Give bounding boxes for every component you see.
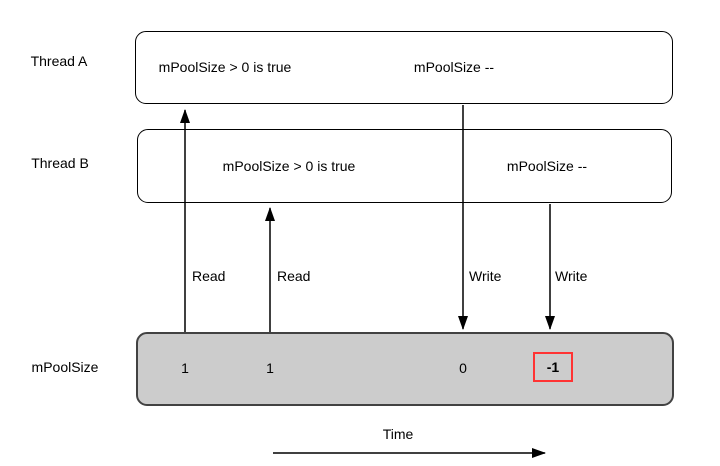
- thread-b-event-check: mPoolSize > 0 is true: [222, 158, 356, 174]
- thread-a-event-decrement: mPoolSize --: [413, 59, 495, 75]
- write-label-2: Write: [555, 268, 588, 284]
- mpoolsize-value-box: [136, 332, 674, 406]
- thread-b-box: [137, 129, 672, 203]
- time-axis-label: Time: [382, 426, 414, 442]
- mpoolsize-value-1: 1: [181, 360, 189, 376]
- thread-a-event-check: mPoolSize > 0 is true: [158, 59, 292, 75]
- mpoolsize-value-2: 1: [266, 360, 274, 376]
- negative-value-highlight-box: -1: [533, 352, 573, 382]
- mpoolsize-value-4: -1: [546, 359, 560, 375]
- thread-a-box: [135, 31, 673, 104]
- thread-b-label: Thread B: [31, 155, 89, 171]
- mpoolsize-row-label: mPoolSize: [31, 359, 99, 375]
- write-label-1: Write: [469, 268, 502, 284]
- read-label-2: Read: [277, 268, 311, 284]
- mpoolsize-value-3: 0: [459, 360, 467, 376]
- thread-a-label: Thread A: [30, 53, 88, 69]
- thread-b-event-decrement: mPoolSize --: [506, 158, 588, 174]
- read-label-1: Read: [192, 268, 226, 284]
